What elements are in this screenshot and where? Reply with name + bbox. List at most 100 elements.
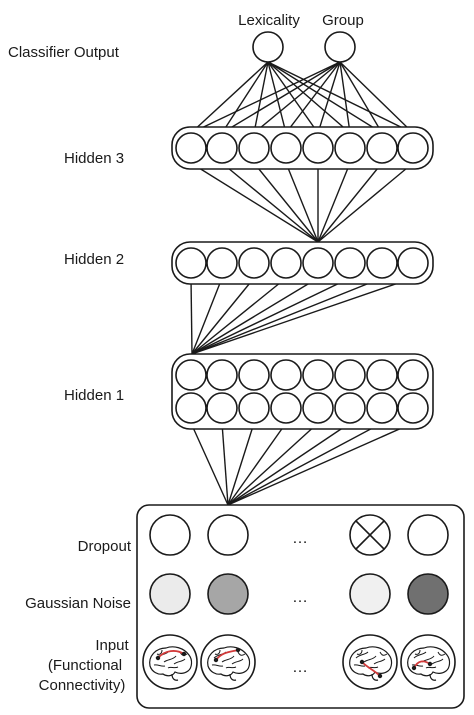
hidden1-units bbox=[175, 359, 429, 424]
output-node-lexicality bbox=[252, 31, 284, 63]
connection-line bbox=[227, 422, 319, 506]
connection-line bbox=[191, 277, 223, 355]
connection-line bbox=[190, 277, 193, 355]
noise-unit bbox=[207, 573, 249, 615]
hidden1-unit bbox=[175, 392, 207, 424]
connection-line bbox=[190, 422, 229, 506]
connection-line bbox=[253, 61, 341, 134]
noise-unit bbox=[407, 573, 449, 615]
connection-line bbox=[191, 277, 287, 355]
connection-line bbox=[227, 422, 414, 506]
input-row: … bbox=[142, 634, 456, 690]
connection-line bbox=[267, 61, 319, 134]
hidden2-unit bbox=[206, 247, 238, 279]
input-label-line3: Connectivity) bbox=[39, 677, 126, 694]
hidden3-label: Hidden 3 bbox=[64, 150, 124, 167]
node-dot bbox=[411, 665, 417, 671]
connection-line bbox=[339, 61, 351, 134]
hidden2-unit bbox=[270, 247, 302, 279]
connection-line bbox=[285, 61, 341, 134]
output-label-group: Group bbox=[322, 12, 364, 29]
connection-arc bbox=[157, 650, 185, 659]
output-label-lexicality: Lexicality bbox=[238, 12, 300, 29]
hidden1-unit bbox=[366, 359, 398, 391]
connection-line bbox=[339, 61, 414, 134]
connection-line bbox=[253, 162, 319, 243]
hidden2-label: Hidden 2 bbox=[64, 251, 124, 268]
connection-line bbox=[317, 61, 341, 134]
connection-line bbox=[227, 422, 255, 506]
dropped-unit bbox=[349, 514, 391, 556]
hidden2-unit bbox=[238, 247, 270, 279]
hidden1-unit bbox=[334, 392, 366, 424]
noise-ellipsis: … bbox=[292, 589, 308, 606]
connection-line bbox=[191, 277, 351, 355]
hidden1-unit bbox=[366, 392, 398, 424]
hidden1-unit bbox=[206, 392, 238, 424]
connection-line bbox=[191, 277, 319, 355]
hidden3-unit bbox=[206, 132, 238, 164]
classifier-output-label: Classifier Output bbox=[8, 44, 120, 61]
node-dot bbox=[155, 655, 161, 661]
hidden3-units bbox=[175, 132, 429, 164]
connection-line bbox=[227, 422, 287, 506]
connection-line bbox=[227, 422, 351, 506]
hidden2-unit bbox=[302, 247, 334, 279]
input-unit bbox=[200, 634, 256, 690]
input-unit bbox=[342, 634, 398, 690]
connection-line bbox=[191, 277, 255, 355]
node-dot bbox=[235, 647, 241, 653]
hidden3-unit bbox=[334, 132, 366, 164]
hidden1-unit bbox=[238, 392, 270, 424]
connection-line bbox=[253, 61, 269, 134]
connection-line bbox=[267, 61, 351, 134]
layer-connections bbox=[190, 61, 414, 506]
hidden1-unit bbox=[334, 359, 366, 391]
input-ellipsis: … bbox=[292, 659, 308, 676]
hidden1-unit bbox=[397, 392, 429, 424]
hidden3-unit bbox=[238, 132, 270, 164]
hidden1-unit bbox=[238, 359, 270, 391]
connection-line bbox=[221, 61, 269, 134]
connection-line bbox=[190, 61, 341, 134]
node-dot bbox=[377, 673, 383, 679]
hidden1-label: Hidden 1 bbox=[64, 387, 124, 404]
hidden2-unit bbox=[334, 247, 366, 279]
hidden2-units bbox=[175, 247, 429, 279]
gaussian-noise-label: Gaussian Noise bbox=[25, 595, 131, 612]
connection-line bbox=[221, 162, 319, 243]
hidden3-unit bbox=[270, 132, 302, 164]
connection-line bbox=[221, 61, 341, 134]
hidden3-unit bbox=[366, 132, 398, 164]
input-unit bbox=[142, 634, 198, 690]
node-dot bbox=[427, 661, 433, 667]
hidden3-unit bbox=[175, 132, 207, 164]
hidden3-unit bbox=[302, 132, 334, 164]
connection-line bbox=[191, 277, 414, 355]
node-dot bbox=[213, 657, 219, 663]
connection-line bbox=[191, 277, 383, 355]
connection-line bbox=[339, 61, 383, 134]
noise-row: … bbox=[149, 573, 449, 615]
output-layer: Lexicality Group bbox=[238, 12, 364, 63]
hidden1-unit bbox=[302, 359, 334, 391]
dropout-row: … bbox=[149, 514, 449, 556]
dropout-ellipsis: … bbox=[292, 530, 308, 547]
node-dot bbox=[359, 659, 365, 665]
hidden1-unit bbox=[397, 359, 429, 391]
node-dot bbox=[181, 651, 187, 657]
connection-line bbox=[267, 61, 287, 134]
hidden2-unit bbox=[175, 247, 207, 279]
noise-unit bbox=[349, 573, 391, 615]
input-unit bbox=[400, 634, 456, 690]
output-node-group bbox=[324, 31, 356, 63]
dropped-cross-line bbox=[355, 520, 385, 550]
connection-line bbox=[267, 61, 383, 134]
connection-line bbox=[227, 422, 383, 506]
dropout-label: Dropout bbox=[78, 538, 132, 555]
input-label-line2: (Functional bbox=[48, 657, 122, 674]
connection-line bbox=[190, 61, 269, 134]
connection-line bbox=[267, 61, 414, 134]
connection-line bbox=[317, 162, 414, 243]
